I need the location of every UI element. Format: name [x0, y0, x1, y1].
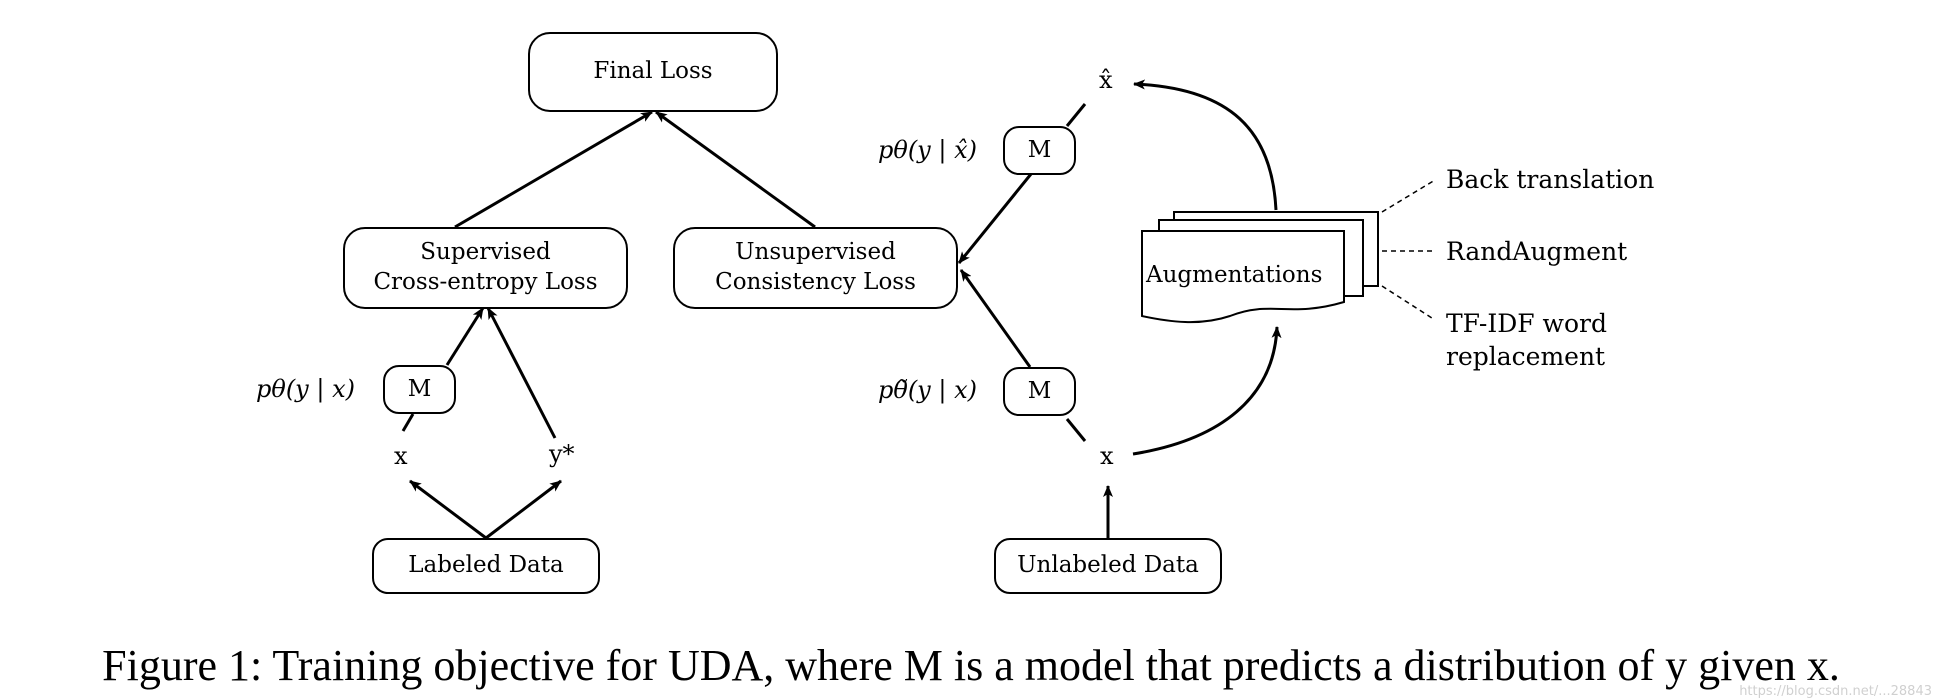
formula-p-theta-x: pθ(y | x): [256, 375, 355, 403]
unlabeled-data-label: Unlabeled Data: [1017, 552, 1199, 579]
model-label: M: [407, 375, 432, 402]
aug-randaugment: RandAugment: [1446, 237, 1628, 266]
model-label: M: [1027, 136, 1052, 163]
supervised-loss-line1: Supervised: [420, 239, 551, 266]
edge-model-to-supervised: [445, 307, 485, 366]
supervised-loss-line2: Cross-entropy Loss: [373, 269, 598, 295]
y-star-node: y*: [549, 440, 575, 468]
edge-x-to-model: [401, 413, 415, 432]
edge-xhat-to-model: [1065, 103, 1087, 127]
augmentations-stack: [1141, 211, 1379, 324]
model-box-supervised: M: [383, 365, 456, 414]
edge-ystar-to-supervised: [486, 307, 557, 439]
supervised-loss-box: Supervised Cross-entropy Loss: [343, 227, 628, 309]
x-hat-node: x̂: [1099, 66, 1113, 94]
formula-p-theta-tilde-x: pθ̃(y | x): [878, 376, 977, 404]
final-loss-box: Final Loss: [528, 32, 778, 112]
model-box-unlabeled: M: [1003, 367, 1076, 416]
augmentations-label: Augmentations: [1146, 262, 1323, 288]
edge-labeled-to-x: [409, 479, 487, 540]
unsupervised-loss-line2: Consistency Loss: [715, 269, 916, 295]
leader-back-translation: [1381, 179, 1436, 213]
final-loss-label: Final Loss: [593, 58, 713, 85]
edge-x-to-augmentations: [1132, 326, 1282, 456]
leader-tfidf: [1381, 285, 1436, 321]
figure-caption: Figure 1: Training objective for UDA, wh…: [102, 641, 1840, 690]
edge-labeled-to-ystar: [485, 479, 562, 540]
labeled-data-label: Labeled Data: [408, 552, 564, 579]
model-label: M: [1027, 377, 1052, 404]
unlabeled-data-box: Unlabeled Data: [994, 538, 1222, 594]
unsupervised-loss-line1: Unsupervised: [735, 239, 896, 266]
formula-p-theta-xhat: pθ(y | x̂): [878, 136, 977, 164]
aug-tfidf: TF-IDF word replacement: [1446, 309, 1607, 371]
edge-supervised-to-final: [454, 110, 653, 229]
x-labeled-node: x: [394, 442, 408, 470]
edge-unsupervised-to-final: [655, 110, 816, 229]
x-unlabeled-node: x: [1100, 442, 1114, 470]
aug-back-translation: Back translation: [1446, 165, 1655, 194]
edge-model-hat-to-unsupervised: [957, 173, 1033, 264]
labeled-data-box: Labeled Data: [372, 538, 600, 594]
edge-model-tilde-to-unsupervised: [959, 269, 1032, 368]
edge-x-to-model-tilde: [1065, 418, 1087, 442]
edge-augmentations-to-xhat: [1133, 79, 1278, 211]
watermark: https://blog.csdn.net/...28843: [1739, 684, 1932, 699]
unsupervised-loss-box: Unsupervised Consistency Loss: [673, 227, 958, 309]
model-box-augmented: M: [1003, 126, 1076, 175]
